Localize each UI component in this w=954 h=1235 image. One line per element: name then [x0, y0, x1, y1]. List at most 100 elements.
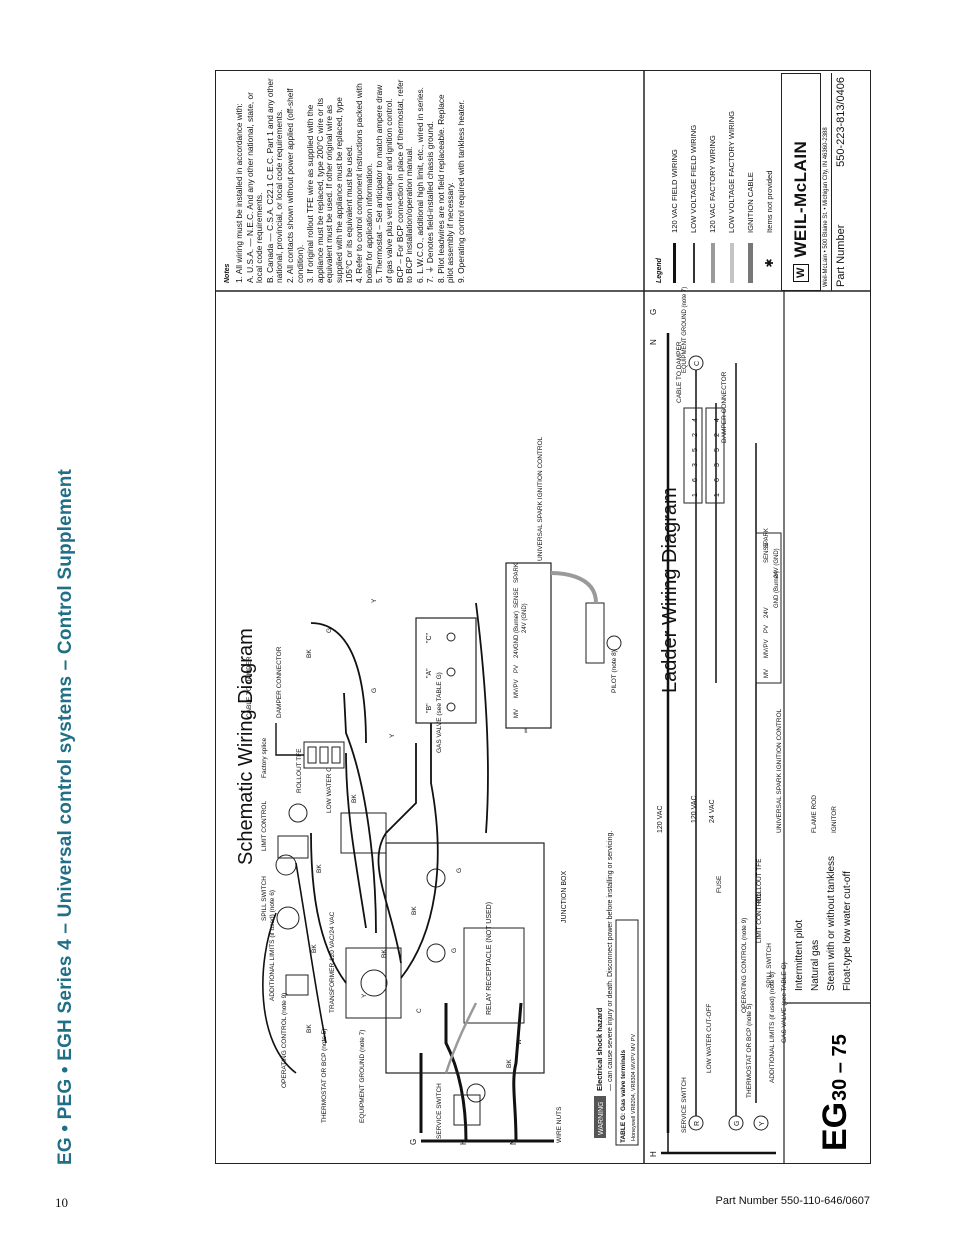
connector-bottom-numbers: 1 6 3 5 2 4	[714, 418, 721, 497]
svg-text:PV: PV	[514, 665, 520, 673]
warning-title: Electrical shock hazard	[595, 1007, 604, 1091]
svg-text:GND (Burner): GND (Burner)	[774, 571, 780, 608]
svg-text:IGNITOR: IGNITOR	[831, 806, 838, 833]
wm-logo-icon: W	[793, 263, 809, 282]
legend-title: Legend	[656, 258, 663, 283]
schematic-title: Schematic Wiring Diagram	[235, 628, 257, 865]
factory-splice-label: Factory splice	[261, 738, 268, 778]
brand-logo: WEIL-McLAIN	[791, 140, 810, 258]
legend-item: 120 VAC FACTORY WIRING	[703, 78, 722, 283]
svg-text:GAS VALVE (see TABLE G): GAS VALVE (see TABLE G)	[781, 962, 788, 1043]
svg-text:G: G	[451, 948, 458, 953]
table-g	[615, 919, 639, 1146]
part-number-value: 550-223-813/0406	[835, 77, 847, 167]
note-item: B. Canada — C.S.A. C22.1 C.E.C. Part 1 a…	[264, 78, 285, 283]
svg-text:ADDITIONAL LIMITS (if used) (n: ADDITIONAL LIMITS (if used) (note 6)	[769, 972, 776, 1083]
note-item: 2. All contacts shown without power appl…	[284, 88, 305, 283]
svg-text:Natural gas: Natural gas	[810, 940, 821, 991]
svg-text:CABLE TO DAMPER: CABLE TO DAMPER	[676, 341, 683, 403]
svg-text:H: H	[459, 1139, 468, 1145]
svg-text:MV/PV: MV/PV	[764, 639, 770, 658]
ladder-service-switch: SERVICE SWITCH	[681, 1077, 688, 1133]
svg-text:G: G	[409, 1139, 418, 1145]
svg-text:3: 3	[714, 463, 721, 467]
service-switch[interactable]	[453, 1094, 481, 1126]
ladder-120vac: 120 VAC	[657, 806, 664, 834]
svg-text:FLAME ROD: FLAME ROD	[811, 795, 818, 833]
svg-text:UNIVERSAL SPARK IGNITION CONTR: UNIVERSAL SPARK IGNITION CONTROL	[776, 708, 783, 833]
rollout-tfe-label: ROLLOUT TFE	[296, 748, 303, 793]
table-g-title: TABLE G: Gas valve terminals	[620, 1050, 627, 1143]
svg-text:GND (Burner): GND (Burner)	[514, 611, 520, 648]
svg-text:SPARK: SPARK	[514, 563, 520, 583]
svg-text:G: G	[456, 868, 463, 873]
operating-control-label: OPERATING CONTROL (note 9)	[281, 993, 288, 1088]
legend-item: LOW VOLTAGE FACTORY WIRING	[722, 78, 741, 283]
note-item: A. U.S.A. — N.E.C. And any other nationa…	[244, 92, 265, 283]
svg-text:LOW WATER CUT-OFF: LOW WATER CUT-OFF	[706, 1004, 713, 1073]
svg-text:OPERATING CONTROL (note 9): OPERATING CONTROL (note 9)	[741, 918, 748, 1013]
svg-text:BK: BK	[316, 864, 323, 873]
valve-letter-b: "B"	[426, 703, 433, 713]
svg-text:ROLLOUT TFE: ROLLOUT TFE	[756, 858, 763, 903]
part-number-label: Part Number	[835, 224, 847, 287]
svg-text:MV: MV	[514, 709, 520, 718]
ladder-terminal-labels: MV MV/PV PV 24V GND (Burner) 24V (GND) S…	[764, 528, 780, 678]
ladder-title: Ladder Wiring Diagram	[659, 487, 681, 693]
note-item: 3. If original rollout TFE wire as suppl…	[305, 97, 354, 283]
svg-text:4: 4	[714, 418, 721, 422]
svg-text:Y: Y	[361, 993, 368, 998]
thermostat-label: THERMOSTAT OR BCP (note 5)	[321, 1028, 328, 1123]
connector-bottom	[705, 407, 725, 504]
ladder-120vac-b: 120 VAC	[691, 796, 698, 824]
note-item: 8. Pilot leadwires are not field replace…	[435, 94, 456, 283]
svg-text:W: W	[516, 1038, 523, 1045]
wire-nuts-label: WIRE NUTS	[556, 1106, 563, 1143]
svg-text:G: G	[326, 628, 333, 633]
junction-screw	[426, 943, 446, 963]
note-item: 7. ⏚ Denotes field-installed chassis gro…	[425, 121, 436, 283]
diagram-svg: Schematic Wiring Diagram G H N JUNCTION …	[216, 71, 870, 1163]
cable-to-damper-label: CABLE TO DAMPER	[246, 656, 253, 718]
low-water-cutoff-label: LOW WATER CUT-OFF	[326, 744, 333, 813]
valve-letter-a: "A"	[426, 668, 433, 678]
svg-text:C: C	[416, 1008, 423, 1013]
svg-text:24V (GND): 24V (GND)	[522, 603, 528, 633]
pilot-assembly	[550, 571, 622, 664]
svg-text:Intermittent pilot: Intermittent pilot	[794, 920, 805, 991]
svg-text:N: N	[509, 1139, 518, 1145]
additional-limits-label: ADDITIONAL LIMITS (if used) (note 6)	[269, 890, 276, 1001]
schematic-rails: G H N	[409, 1002, 554, 1145]
brand-logo-row: W WEIL-McLAIN	[781, 73, 821, 291]
svg-text:4: 4	[692, 418, 699, 422]
service-switch-label: SERVICE SWITCH	[436, 1083, 443, 1139]
svg-text:2: 2	[692, 433, 699, 437]
warning-text: — can cause severe injury or death. Disc…	[607, 831, 614, 1091]
svg-text:Y: Y	[371, 598, 378, 603]
model-features: Intermittent pilot Natural gas Steam wit…	[794, 856, 853, 991]
svg-text:1: 1	[692, 493, 699, 497]
svg-text:SPARK: SPARK	[764, 528, 770, 548]
rail-h: H	[649, 1151, 658, 1157]
wiring-diagram-sheet: Schematic Wiring Diagram G H N JUNCTION …	[215, 70, 871, 1164]
schematic-wires	[310, 602, 489, 984]
connector-top-numbers: 1 6 3 5 2 4	[692, 418, 699, 497]
model-name: EG	[816, 1102, 854, 1151]
note-item: 4. Refer to control component instructio…	[354, 83, 374, 283]
legend-item: ✱Items not provided	[760, 78, 779, 283]
svg-text:Y: Y	[759, 1121, 766, 1126]
note-item: 5. Thermostat – Set anticipator to match…	[374, 84, 394, 283]
damper-connector	[303, 741, 345, 769]
page-number: 10	[55, 1195, 68, 1210]
connector-top	[683, 407, 703, 504]
spill-switch-label: SPILL SWITCH	[261, 876, 268, 921]
ladder-component-labels: LOW WATER CUT-OFF THERMOSTAT OR BCP (not…	[676, 341, 838, 1098]
damper-connector-label: DAMPER CONNECTOR	[276, 646, 283, 718]
section-title: EG • PEG • EGH Series 4 – Universal cont…	[55, 468, 76, 1165]
svg-text:R: R	[694, 1121, 701, 1126]
svg-text:MV: MV	[764, 669, 770, 678]
ladder-24vac: 24 VAC	[709, 799, 716, 823]
svg-text:BK: BK	[506, 1059, 513, 1068]
valve-letter-c: "C"	[426, 632, 433, 643]
